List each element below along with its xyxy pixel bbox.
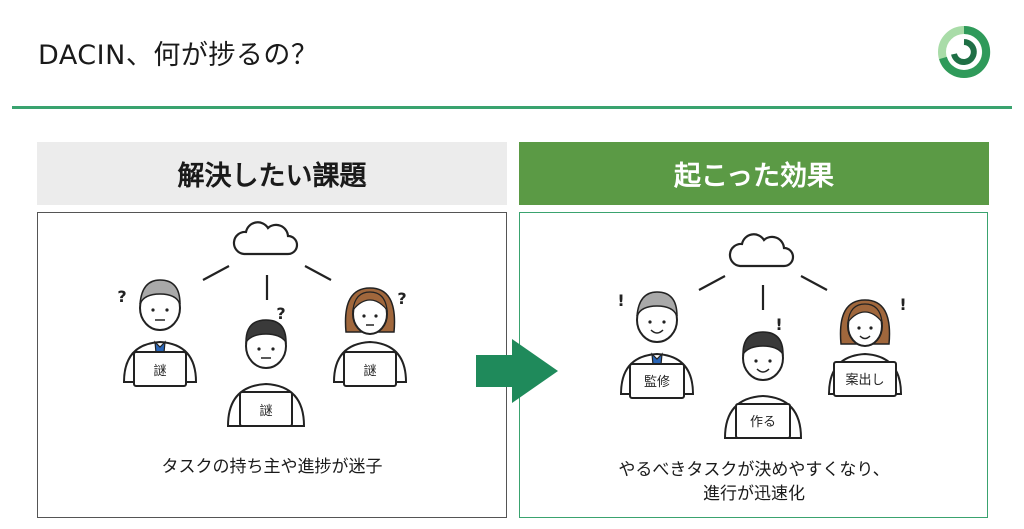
laptop-icon (343, 351, 397, 387)
effect-caption-line1: やるべきタスクが決めやすくなり、 (618, 460, 890, 480)
laptop-icon (833, 361, 897, 397)
question-mark: ? (276, 304, 285, 323)
problem-caption: タスクの持ち主や進捗が迷子 (161, 457, 383, 477)
problem-header: 解決したい課題 (37, 142, 507, 205)
effect-caption: やるべきタスクが決めやすくなり、 進行が迅速化 (519, 458, 989, 506)
connector-lines (698, 275, 828, 310)
exclamation-mark: ! (775, 315, 782, 334)
logo-icon (938, 25, 991, 78)
question-mark: ? (117, 287, 126, 306)
title-divider (12, 106, 1012, 109)
connector-lines (202, 265, 332, 300)
question-mark: ? (397, 289, 406, 308)
cloud-icon (728, 233, 795, 268)
laptop-icon (133, 351, 187, 387)
laptop-label: 謎 (259, 404, 272, 419)
laptop-icon (239, 391, 293, 427)
laptop-label: 監修 (644, 374, 670, 390)
exclamation-mark: ! (899, 295, 906, 314)
laptop-label: 謎 (153, 364, 166, 379)
arrow-right-icon (476, 339, 558, 403)
effect-caption-line2: 進行が迅速化 (703, 484, 805, 504)
laptop-label: 謎 (363, 364, 376, 379)
exclamation-mark: ! (617, 291, 624, 310)
effect-header: 起こった効果 (519, 142, 989, 205)
laptop-icon (629, 363, 685, 399)
slide-title: DACIN、何が捗るの？ (38, 40, 319, 71)
cloud-icon (232, 221, 299, 256)
laptop-icon (735, 403, 791, 439)
laptop-label: 案出し (845, 373, 884, 388)
laptop-label: 作る (750, 415, 776, 430)
